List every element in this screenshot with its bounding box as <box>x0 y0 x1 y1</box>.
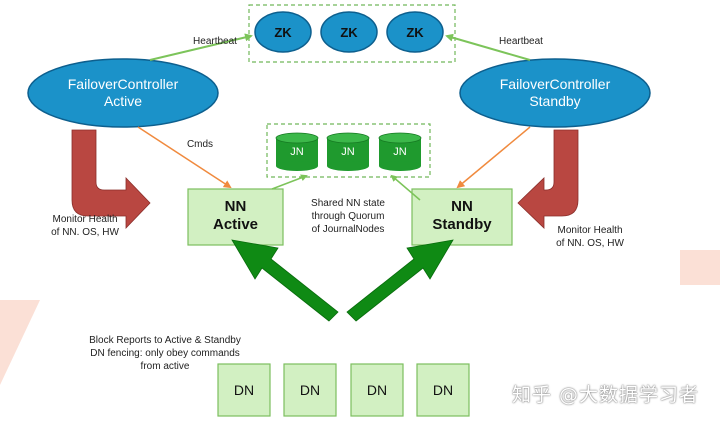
block-reports-label: Block Reports to Active & Standby DN fen… <box>89 335 241 372</box>
heartbeat-label-right: Heartbeat <box>499 36 543 47</box>
dn-box <box>416 363 470 417</box>
jn-group-border <box>266 123 431 178</box>
block-report-arrow-left <box>231 239 339 322</box>
zk-label: ZK <box>340 25 358 40</box>
nn-standby-label: NN Standby <box>432 198 492 233</box>
nn-active-to-jn-arrow <box>271 174 308 190</box>
zk-node <box>320 11 378 53</box>
nn-standby-to-jn-arrow <box>390 174 421 201</box>
heartbeat-label-left: Heartbeat <box>193 36 237 47</box>
monitor-label-left: Monitor Health of NN. OS, HW <box>51 214 119 238</box>
dn-label: DN <box>432 382 454 398</box>
fc-active-ellipse <box>27 58 219 128</box>
watermark-text: 知乎 @大数据学习者 <box>512 384 700 406</box>
jn-label: JN <box>290 146 304 158</box>
cmd-arrow-left <box>137 126 232 189</box>
heartbeat-arrow-left <box>149 33 253 61</box>
fc-standby-label: FailoverController Standby <box>499 76 611 109</box>
dn-box <box>217 363 271 417</box>
dn-label: DN <box>366 382 388 398</box>
monitor-arrow-left <box>71 129 151 229</box>
nn-standby-box <box>411 188 513 246</box>
nn-active-label: NN Active <box>212 198 259 233</box>
cmds-label: Cmds <box>186 139 214 150</box>
fc-active-label: FailoverController Active <box>67 76 179 109</box>
jn-cylinder <box>326 132 370 171</box>
dn-label: DN <box>299 382 321 398</box>
jn-cylinder <box>275 132 319 171</box>
jn-cylinder <box>378 132 422 171</box>
zk-node <box>386 11 444 53</box>
monitor-label-right: Monitor Health of NN. OS, HW <box>556 225 624 249</box>
dn-box <box>350 363 404 417</box>
dn-label: DN <box>233 382 255 398</box>
zk-label: ZK <box>406 25 424 40</box>
shared-state-label: Shared NN state through Quorum of Journa… <box>311 198 385 235</box>
dn-box <box>283 363 337 417</box>
heartbeat-arrow-right <box>445 33 531 61</box>
monitor-arrow-right <box>517 129 579 229</box>
jn-label: JN <box>393 146 407 158</box>
jn-label: JN <box>341 146 355 158</box>
zk-label: ZK <box>274 25 292 40</box>
zk-node <box>254 11 312 53</box>
cmd-arrow-right <box>456 126 531 189</box>
fc-standby-ellipse <box>459 58 651 128</box>
decor-left-wedge <box>0 300 40 385</box>
decor-right-wedge <box>680 250 720 285</box>
block-report-arrow-right <box>346 239 454 322</box>
